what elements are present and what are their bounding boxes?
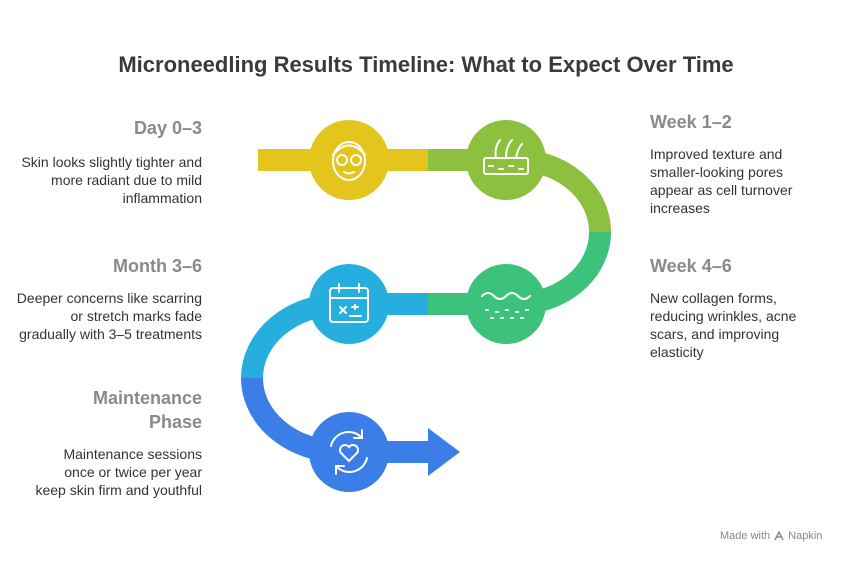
stage-desc-day-0-3: Skin looks slightly tighter and more rad… bbox=[21, 154, 202, 206]
stage-title-month-3-6: Month 3–6 bbox=[112, 256, 202, 276]
stage-desc-maintenance: Maintenance sessions once or twice per y… bbox=[35, 446, 202, 498]
face-mask-icon bbox=[332, 141, 366, 181]
stage-circle-month-3-6 bbox=[309, 264, 389, 344]
watermark-prefix: Made with bbox=[720, 530, 771, 542]
stage-title-week-1-2: Week 1–2 bbox=[650, 112, 732, 132]
stage-desc-month-3-6: Deeper concerns like scarring or stretch… bbox=[16, 290, 202, 342]
heart-refresh-icon bbox=[330, 429, 368, 475]
stage-circle-week-1-2 bbox=[466, 120, 546, 200]
skin-layer-icon bbox=[481, 292, 531, 319]
stage-circle-day-0-3 bbox=[309, 120, 389, 200]
stage-title-week-4-6: Week 4–6 bbox=[650, 256, 732, 276]
stage-circle-maintenance bbox=[309, 412, 389, 492]
stage-desc-week-4-6: New collagen forms, reducing wrinkles, a… bbox=[650, 290, 797, 360]
stage-title-day-0-3: Day 0–3 bbox=[133, 118, 202, 138]
path-arrowhead bbox=[428, 428, 460, 476]
page-title: Microneedling Results Timeline: What to … bbox=[118, 52, 734, 77]
stage-title-maintenance: Maintenance Phase bbox=[92, 388, 202, 432]
watermark-brand: Napkin bbox=[788, 530, 823, 542]
hair-follicle-skin-icon bbox=[483, 139, 529, 175]
napkin-logo-icon bbox=[774, 531, 784, 541]
calendar-sparkle-icon bbox=[329, 283, 369, 323]
napkin-watermark[interactable]: Made with Napkin bbox=[720, 530, 822, 542]
stage-desc-week-1-2: Improved texture and smaller-looking por… bbox=[650, 146, 793, 216]
stage-circle-week-4-6 bbox=[466, 264, 546, 344]
